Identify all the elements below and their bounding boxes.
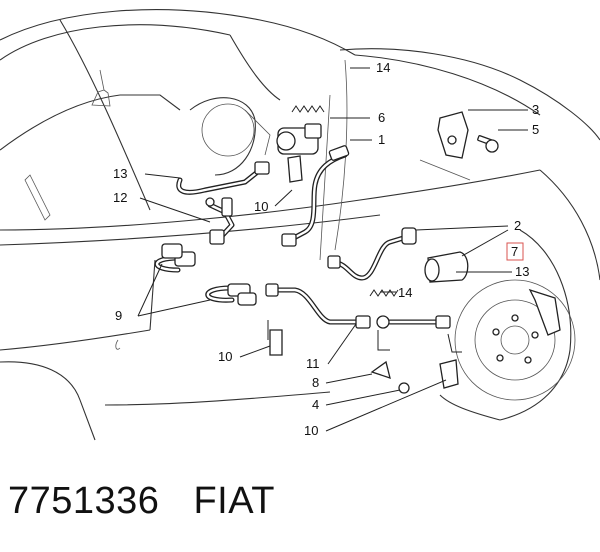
callout-12: 12 — [113, 190, 127, 205]
brake-components — [161, 105, 499, 394]
brand-name: FIAT — [193, 480, 275, 522]
callout-10-upper: 10 — [254, 199, 268, 214]
car-body-outline — [0, 9, 600, 441]
callout-9: 9 — [115, 308, 122, 323]
callout-6: 6 — [378, 110, 385, 125]
callout-5: 5 — [532, 122, 539, 137]
callout-11: 11 — [306, 356, 320, 371]
callout-10-bottom: 10 — [304, 423, 318, 438]
callout-10-mid: 10 — [218, 349, 232, 364]
part-number: 7751336 — [8, 480, 160, 522]
callout-7: 7 — [511, 244, 518, 259]
callout-2: 2 — [514, 218, 521, 233]
callout-labels: 14 6 1 3 5 13 12 10 2 7 13 14 9 10 11 8 … — [113, 60, 539, 438]
callout-1: 1 — [378, 132, 385, 147]
leader-lines — [137, 67, 528, 432]
callout-13-right: 13 — [515, 264, 529, 279]
callout-3: 3 — [532, 102, 539, 117]
callout-14-mid: 14 — [398, 285, 412, 300]
callout-4: 4 — [312, 397, 319, 412]
front-brake-disc — [454, 279, 576, 401]
part-caption: 7751336 FIAT — [8, 480, 275, 523]
callout-13-left: 13 — [113, 166, 127, 181]
callout-8: 8 — [312, 375, 319, 390]
callout-14-top: 14 — [376, 60, 390, 75]
callout-7-highlight — [506, 242, 524, 261]
brake-pipes — [154, 152, 443, 325]
